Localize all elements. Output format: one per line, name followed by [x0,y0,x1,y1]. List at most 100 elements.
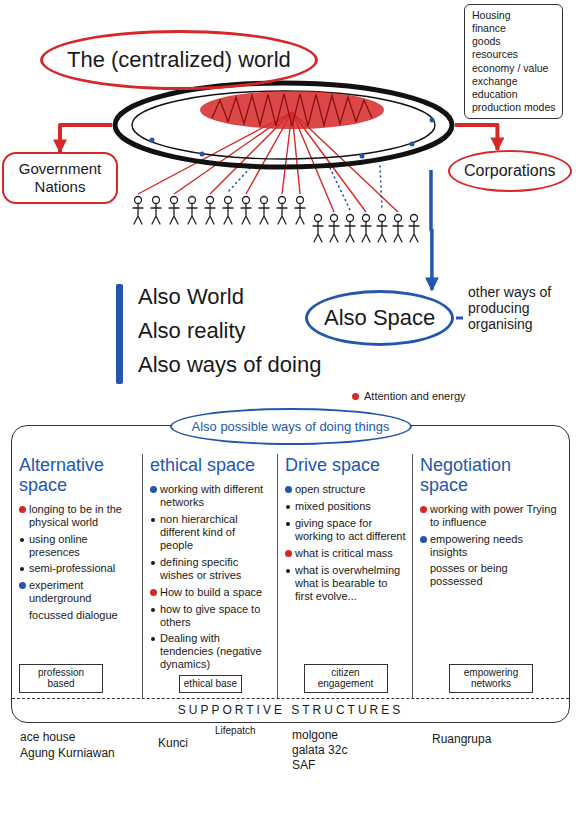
column-heading: Drive space [285,456,406,476]
list-item: posses or being possessed [420,562,562,588]
bullet [20,567,24,571]
column-heading: Alternative space [19,456,136,496]
item-text: empowering needs insights [430,533,562,559]
box-label: empowering networks [454,667,528,690]
centre-scribble [200,91,384,129]
side-label: Also ways of doing [138,352,321,377]
box-label: ethical base [184,678,237,690]
blue-dot [150,138,155,143]
column-heading: Negotiation space [420,456,562,496]
centre-scribble [212,94,372,126]
bullet [19,506,26,513]
topic-item: exchange [472,75,555,88]
box-label: Government Nations [12,160,108,196]
side-label: Also World [138,284,244,309]
org-name: SAF [292,759,315,773]
bullet [151,637,155,641]
org-name: galata 32c [292,744,347,758]
attention-dots [228,166,382,210]
bullet [285,486,292,493]
item-text: using online presences [29,533,136,559]
box-label: SUPPORTIVE STRUCTURES [12,703,569,717]
world-ellipse: The (centralized) world [112,80,455,170]
bullet [151,561,155,565]
org-name: Ruangrupa [432,733,491,747]
actor-box: Government Nations [2,152,118,204]
box-label: profession based [24,667,98,690]
item-text: non hierarchical different kind of peopl… [160,513,271,552]
bullet [286,569,290,573]
topic-item: economy / value [472,62,555,75]
box-label: Also Space [324,305,435,331]
blue-dot [360,154,365,159]
topic-item: goods [472,35,555,48]
tag-box: citizen engagement [304,664,388,693]
blue-dot [410,142,415,147]
list-item: non hierarchical different kind of peopl… [150,513,271,552]
list-item: working with different networks [150,483,271,509]
people [133,197,419,243]
topic-item: resources [472,48,555,61]
item-text: mixed positions [295,500,406,513]
bullet [420,562,430,563]
tag-box: empowering networks [449,664,533,693]
topic-item: education [472,88,555,101]
topic-item: production modes [472,101,555,114]
bullet [286,505,290,509]
world-ring [132,91,435,159]
legend-entry: Attention and energy [352,390,466,402]
item-text: open structure [295,483,406,496]
list-item: Dealing with tendencies (negative dynami… [150,632,271,671]
also-bar [116,284,123,384]
bullet [150,589,157,596]
panel-title: Also possible ways of doing things [169,408,411,445]
side-label: Also reality [138,318,246,343]
box-label: citizen engagement [309,667,383,690]
world-ring [115,83,452,167]
tag-box: ethical base [179,675,242,693]
space-dash [456,317,463,320]
item-text: Dealing with tendencies (negative dynami… [160,632,271,671]
list-item: empowering needs insights [420,533,562,559]
topic-item: finance [472,22,555,35]
list-item: longing to be in the physical world [19,503,136,529]
org-name: ace house [20,731,75,745]
blue-dot [430,118,435,123]
item-text: longing to be in the physical world [29,503,136,529]
frame-panel: Also possible ways of doing thingsAltern… [11,425,570,723]
heading: The (centralized) world [40,30,318,90]
blue-dot [200,152,205,157]
list-item: semi-professional [19,562,136,575]
list-item: what is overwhelming what is bearable to… [285,564,406,603]
arrow-connector [429,170,433,290]
item-text: what is overwhelming what is bearable to… [295,564,406,603]
list-item: How to build a space [150,586,271,599]
list-item: focussed dialogue [19,609,136,622]
space-column: ethical spaceworking with different netw… [142,454,277,698]
item-text: working with power Trying to influence [430,503,562,529]
tag-box: profession based [19,664,103,693]
topics-box: Housingfinancegoodsresourceseconomy / va… [464,4,563,119]
legend-text: Attention and energy [364,390,466,402]
bullet [151,518,155,522]
legend-swatch [352,393,359,400]
org-name: Lifepatch [215,725,256,737]
list-item: how to give space to others [150,603,271,629]
list-item: mixed positions [285,500,406,513]
bullet [19,582,26,589]
item-text: working with different networks [160,483,271,509]
item-text: how to give space to others [160,603,271,629]
bullet [285,550,292,557]
item-text: posses or being possessed [430,562,562,588]
box-label: Corporations [464,162,556,180]
bullet [286,522,290,526]
bullet [150,486,157,493]
topic-item: Housing [472,9,555,22]
item-text: How to build a space [160,586,271,599]
bullet [20,538,24,542]
list-item: using online presences [19,533,136,559]
list-item: giving space for working to act differen… [285,517,406,543]
actor-oval: Corporations [448,150,572,192]
arrow-connector [60,125,112,152]
